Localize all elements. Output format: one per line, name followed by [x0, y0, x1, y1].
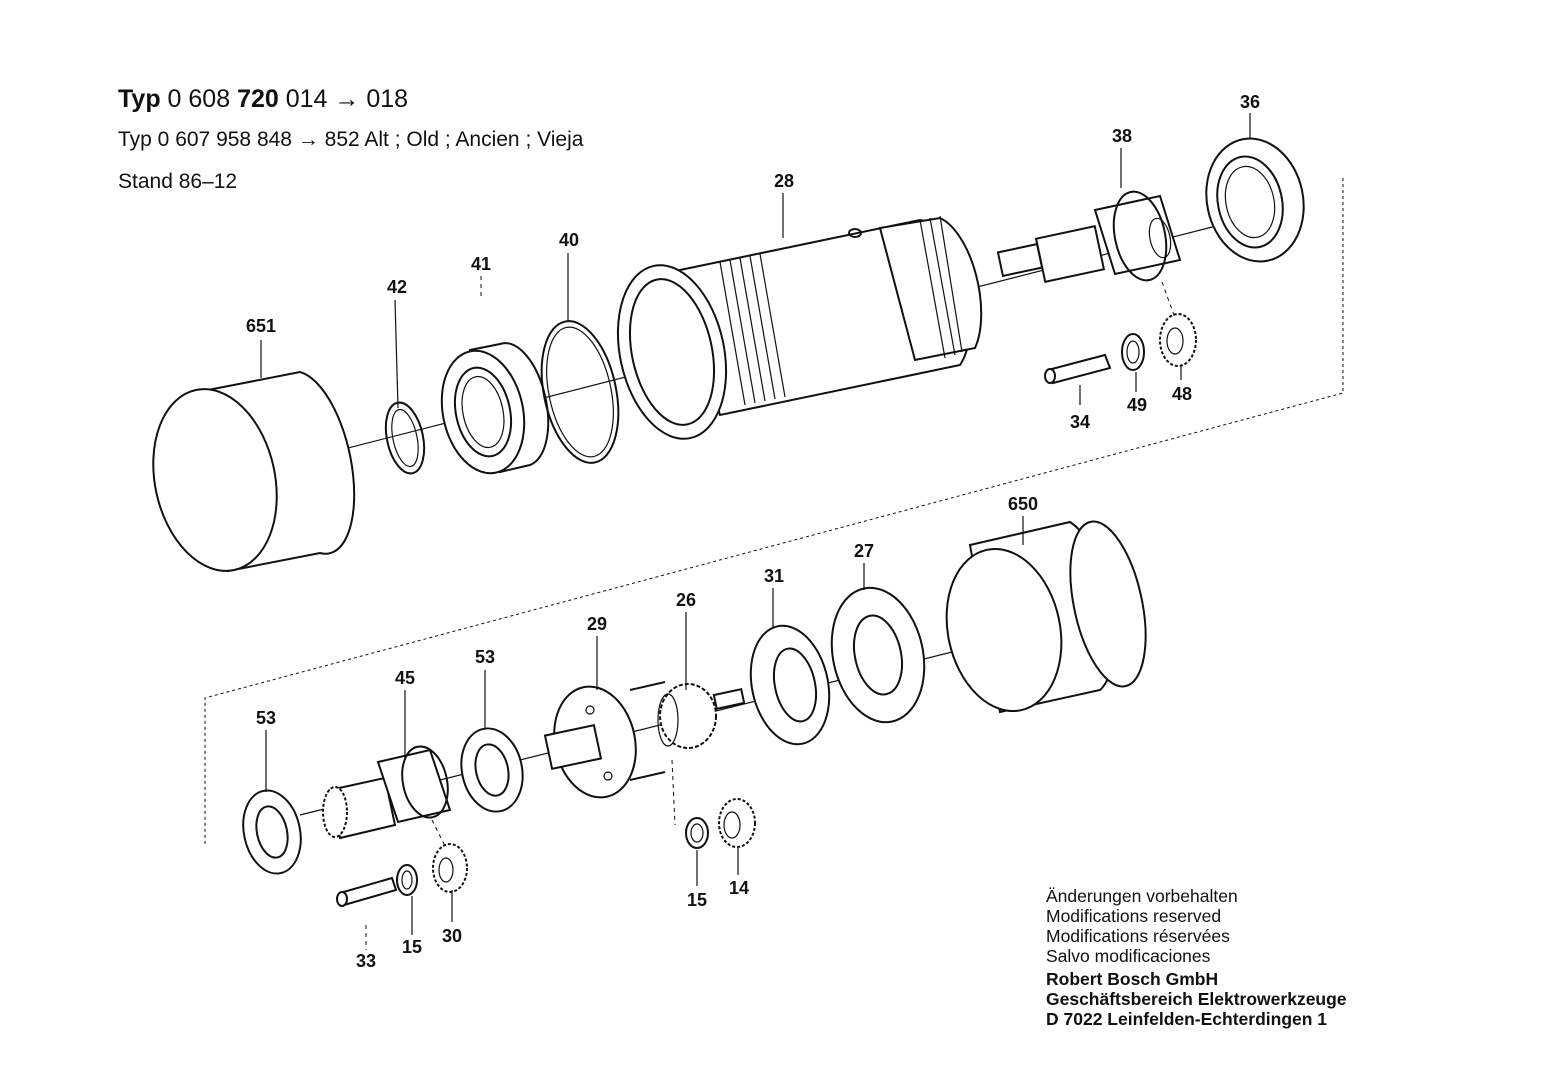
arrow-icon: →	[334, 85, 360, 113]
type-prefix: Typ	[118, 85, 161, 113]
part-label-53-upper: 53	[475, 647, 495, 667]
part-label-34: 34	[1070, 412, 1090, 432]
needle-bearing-15-right	[685, 817, 709, 849]
cup-650	[945, 520, 1147, 714]
pin-33	[336, 876, 398, 907]
company-division: Geschäftsbereich Elektrowerkzeuge	[1046, 989, 1347, 1009]
housing-28	[616, 215, 983, 440]
gear-48	[1159, 313, 1197, 367]
company-address: D 7022 Leinfelden-Echterdingen 1	[1046, 1009, 1328, 1029]
part-label-48: 48	[1172, 384, 1192, 404]
part-label-27: 27	[854, 541, 874, 561]
o-ring-40	[540, 320, 620, 464]
part-label-40: 40	[559, 230, 579, 250]
part-label-31: 31	[764, 566, 784, 586]
sun-shaft-45	[322, 745, 452, 840]
planet-carrier-29	[543, 681, 666, 799]
part-label-38: 38	[1112, 126, 1132, 146]
part-label-26: 26	[676, 590, 696, 610]
part-label-651: 651	[246, 316, 276, 336]
part-label-650: 650	[1008, 494, 1038, 514]
washer-53-lower	[242, 789, 302, 875]
part-label-15-right: 15	[687, 890, 707, 910]
notice-es: Salvo modificaciones	[1046, 946, 1211, 966]
bearing-41	[440, 342, 550, 475]
part-label-30: 30	[442, 926, 462, 946]
washer-53-upper	[460, 727, 524, 813]
part-label-36: 36	[1240, 92, 1260, 112]
part-label-42: 42	[387, 277, 407, 297]
needle-bearing-15-left	[396, 864, 418, 896]
part-label-41: 41	[471, 254, 491, 274]
part-label-53-lower: 53	[256, 708, 276, 728]
part-label-14: 14	[729, 878, 749, 898]
leader-lines	[260, 113, 1251, 950]
part-label-49: 49	[1127, 395, 1147, 415]
notice-fr: Modifications réservées	[1046, 926, 1230, 946]
pin-34	[1044, 353, 1112, 385]
shaft-38	[996, 190, 1182, 283]
cap-651	[152, 370, 356, 573]
stand-line: Stand 86–12	[118, 170, 238, 193]
company-name: Robert Bosch GmbH	[1046, 969, 1219, 989]
bearing-36	[1205, 137, 1305, 263]
old-type-line: Typ 0 607 958 848 → 852 Alt ; Old ; Anci…	[118, 128, 584, 151]
part-label-33: 33	[356, 951, 376, 971]
needle-bearing-49	[1121, 333, 1145, 371]
gear-14	[718, 798, 756, 848]
pinion-26	[657, 683, 746, 749]
part-label-29: 29	[587, 614, 607, 634]
type-title: Typ 0 608 720 014 → 018	[118, 85, 408, 114]
notice-en: Modifications reserved	[1046, 906, 1222, 926]
washer-27	[830, 586, 926, 724]
seal-31	[749, 624, 831, 746]
type-code-c: 014	[285, 85, 328, 113]
part-label-28: 28	[774, 171, 794, 191]
part-label-15-left: 15	[402, 937, 422, 957]
notice-de: Änderungen vorbehalten	[1046, 886, 1238, 906]
gear-30	[432, 843, 468, 893]
type-code-end: 018	[366, 85, 409, 113]
part-label-45: 45	[395, 668, 415, 688]
type-code-a: 0 608	[167, 85, 231, 113]
retaining-ring-42	[384, 401, 426, 475]
type-code-b: 720	[237, 85, 279, 113]
frame-line	[204, 178, 1344, 845]
